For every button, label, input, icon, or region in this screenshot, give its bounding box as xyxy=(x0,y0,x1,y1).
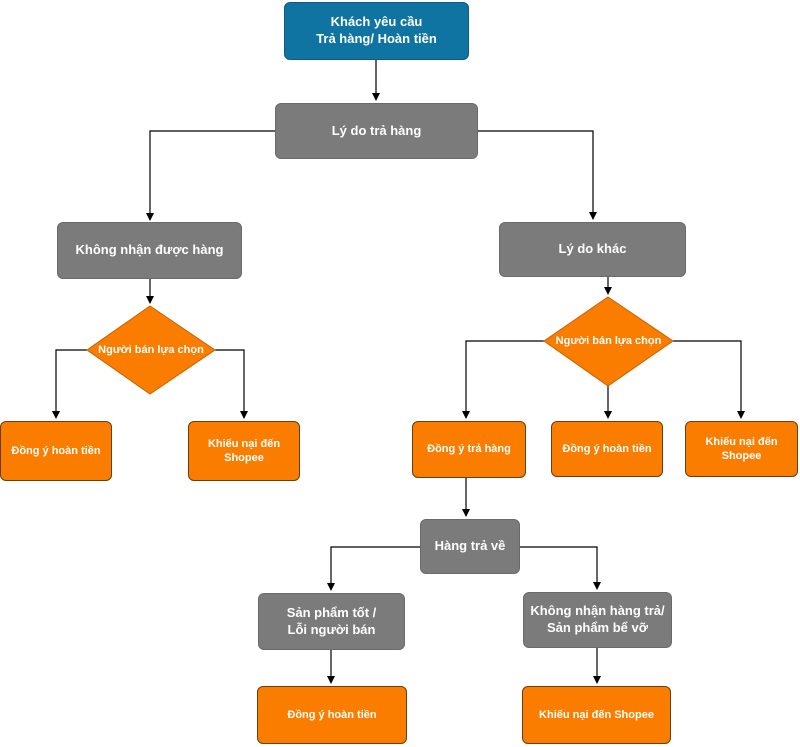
decision-diamond-right[interactable] xyxy=(543,296,674,387)
right-complain-node-label: Khiếu nại đến Shopee xyxy=(705,435,778,462)
right-refund-node[interactable]: Đồng ý hoàn tiền xyxy=(551,421,663,477)
connector-decision-agree-return xyxy=(462,340,544,419)
connector-reason-not-received xyxy=(146,130,275,221)
not-received-return-node-label: Không nhận hàng trả/ Sản phẩm bể vỡ xyxy=(530,603,665,635)
not-received-node-label: Không nhận được hàng xyxy=(75,242,224,258)
reason-node[interactable]: Lý do trả hàng xyxy=(275,103,478,159)
final-complain-node[interactable]: Khiếu nại đến Shopee xyxy=(522,686,671,744)
final-refund-node-label: Đồng ý hoàn tiền xyxy=(287,708,377,721)
left-refund-node-label: Đồng ý hoàn tiền xyxy=(11,444,101,457)
connector-decision-right-complain xyxy=(673,340,745,419)
right-complain-node[interactable]: Khiếu nại đến Shopee xyxy=(685,421,798,477)
connector-returned-not-received xyxy=(520,546,601,590)
start-node-label: Khách yêu cầu Trả hàng/ Hoàn tiền xyxy=(316,14,437,46)
other-reason-node[interactable]: Lý do khác xyxy=(499,222,686,277)
connector-returned-good-product xyxy=(327,546,420,591)
other-reason-node-label: Lý do khác xyxy=(558,241,627,257)
not-received-node[interactable]: Không nhận được hàng xyxy=(57,222,242,279)
left-complain-node[interactable]: Khiếu nại đến Shopee xyxy=(188,421,300,481)
left-complain-node-label: Khiếu nại đến Shopee xyxy=(207,437,281,464)
final-complain-node-label: Khiếu nại đến Shopee xyxy=(539,708,654,721)
final-refund-node[interactable]: Đồng ý hoàn tiền xyxy=(257,686,407,744)
connector-reason-other xyxy=(478,130,597,220)
reason-node-label: Lý do trả hàng xyxy=(331,122,422,138)
returned-goods-node[interactable]: Hàng trả về xyxy=(420,519,520,574)
connector-decision-left-complain xyxy=(215,349,248,419)
left-refund-node[interactable]: Đồng ý hoàn tiền xyxy=(0,421,112,481)
good-product-node[interactable]: Sản phẩm tốt / Lỗi người bán xyxy=(258,593,405,650)
good-product-node-label: Sản phẩm tốt / Lỗi người bán xyxy=(286,604,377,637)
returned-goods-node-label: Hàng trả về xyxy=(434,538,506,554)
agree-return-node-label: Đồng ý trả hàng xyxy=(427,443,511,456)
start-node[interactable]: Khách yêu cầu Trả hàng/ Hoàn tiền xyxy=(284,2,469,60)
right-refund-node-label: Đồng ý hoàn tiền xyxy=(562,442,652,455)
not-received-return-node[interactable]: Không nhận hàng trả/ Sản phẩm bể vỡ xyxy=(523,592,672,648)
agree-return-node[interactable]: Đồng ý trả hàng xyxy=(412,421,526,478)
connector-decision-left-refund xyxy=(52,349,87,419)
decision-diamond-left[interactable] xyxy=(86,305,216,395)
